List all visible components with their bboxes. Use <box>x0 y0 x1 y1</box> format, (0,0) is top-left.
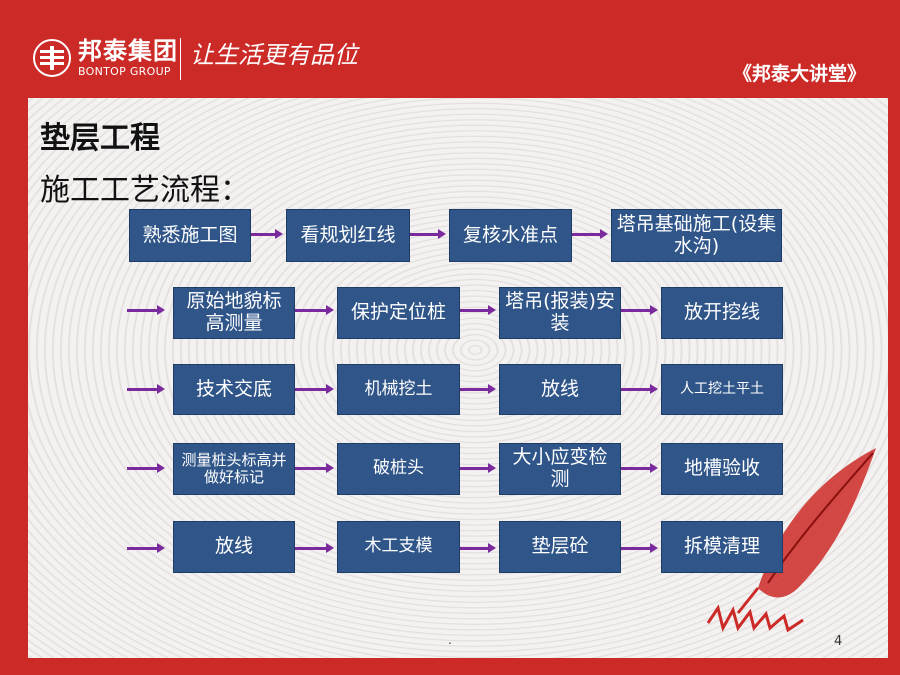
flow-step-5-1: 放线 <box>173 521 295 573</box>
flow-step-2-3: 塔吊(报装)安装 <box>499 287 621 339</box>
slogan: 让生活更有品位 <box>190 41 358 69</box>
flow-arrow <box>295 384 334 394</box>
flow-arrow <box>460 384 496 394</box>
flow-arrow <box>127 305 165 315</box>
flow-arrow <box>410 229 446 239</box>
section-subtitle: 施工工艺流程： <box>40 173 250 208</box>
flow-arrow <box>295 305 334 315</box>
flow-step-5-4: 拆模清理 <box>661 521 783 573</box>
flow-step-2-2: 保护定位桩 <box>337 287 460 339</box>
flow-step-1-4: 塔吊基础施工(设集水沟) <box>611 209 782 262</box>
flow-arrow <box>127 463 165 473</box>
header: 邦泰集团 BONTOP GROUP 让生活更有品位 《邦泰大讲堂》 <box>0 0 900 98</box>
flow-step-3-2: 机械挖土 <box>337 364 460 415</box>
flow-arrow <box>460 463 496 473</box>
flow-arrow <box>295 463 334 473</box>
content-panel: 垫层工程 施工工艺流程： 熟悉施工图 看规划红线 复核水准点 塔吊基础施工(设集… <box>28 98 888 658</box>
company-name-cn: 邦泰集团 <box>78 37 178 65</box>
logo-divider <box>180 38 181 80</box>
flow-step-1-1: 熟悉施工图 <box>129 209 251 262</box>
flow-step-3-3: 放线 <box>499 364 621 415</box>
flow-arrow <box>572 229 608 239</box>
flow-step-4-4: 地槽验收 <box>661 443 783 495</box>
flow-arrow <box>621 463 658 473</box>
flow-step-4-2: 破桩头 <box>337 443 460 495</box>
flow-step-2-4: 放开挖线 <box>661 287 783 339</box>
page-number: 4 <box>834 634 843 649</box>
company-name-en: BONTOP GROUP <box>78 65 171 78</box>
flow-arrow <box>621 384 658 394</box>
flow-step-4-1: 测量桩头标高并做好标记 <box>173 443 295 495</box>
flow-arrow <box>127 543 165 553</box>
lecture-title: 《邦泰大讲堂》 <box>732 63 866 85</box>
flow-arrow <box>621 305 658 315</box>
flow-step-3-4: 人工挖土平土 <box>661 364 783 415</box>
flow-arrow <box>295 543 334 553</box>
flow-step-5-2: 木工支模 <box>337 521 460 573</box>
quill-feather-icon <box>706 448 876 633</box>
flow-step-3-1: 技术交底 <box>173 364 295 415</box>
flow-arrow <box>127 384 165 394</box>
section-title: 垫层工程 <box>40 121 160 156</box>
flow-arrow <box>460 305 496 315</box>
flow-step-1-2: 看规划红线 <box>286 209 410 262</box>
footer-dot: . <box>448 633 452 647</box>
flow-step-2-1: 原始地貌标高测量 <box>173 287 295 339</box>
bontop-logo-icon <box>33 39 71 77</box>
flow-step-4-3: 大小应变检测 <box>499 443 621 495</box>
flow-step-5-3: 垫层砼 <box>499 521 621 573</box>
flow-arrow <box>251 229 283 239</box>
flow-step-1-3: 复核水准点 <box>449 209 572 262</box>
flow-arrow <box>621 543 658 553</box>
flow-arrow <box>460 543 496 553</box>
